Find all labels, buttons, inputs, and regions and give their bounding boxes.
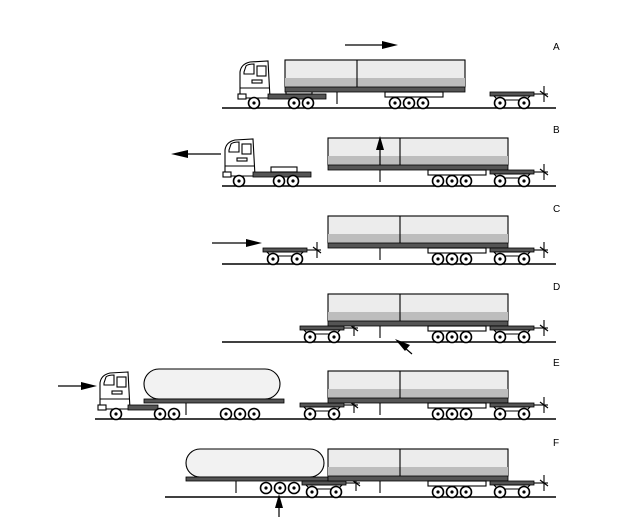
semitrailer	[328, 371, 508, 420]
arrow-right	[58, 382, 97, 390]
tractor-unit	[97, 371, 131, 411]
converter-dolly	[490, 86, 548, 109]
landing-gear-arrow-up	[376, 136, 384, 165]
step-label: B	[553, 125, 560, 136]
converter-dolly	[263, 242, 321, 265]
arrow-right	[212, 239, 262, 247]
step-label: A	[553, 42, 560, 53]
step-e: E	[58, 358, 560, 421]
semitrailer	[328, 138, 508, 187]
step-d: D	[222, 282, 560, 355]
step-c: C	[212, 204, 560, 265]
step-a: A	[222, 41, 560, 109]
arrow-right	[345, 41, 398, 49]
step-label: C	[553, 204, 560, 215]
semitrailer-with-tractor	[238, 60, 465, 109]
step-label: F	[553, 438, 559, 449]
step-label: E	[553, 358, 560, 369]
landing-gear-arrow	[395, 339, 413, 355]
step-label: D	[553, 282, 560, 293]
semitrailer	[328, 294, 508, 343]
step-b: B	[171, 125, 560, 187]
arrow-left	[171, 150, 221, 158]
step-f: F	[165, 438, 559, 517]
semitrailer	[328, 449, 508, 498]
semitrailer	[328, 216, 508, 265]
tank-trailer	[185, 448, 329, 495]
tractor-unit	[223, 139, 311, 187]
arrow-up	[275, 494, 283, 517]
